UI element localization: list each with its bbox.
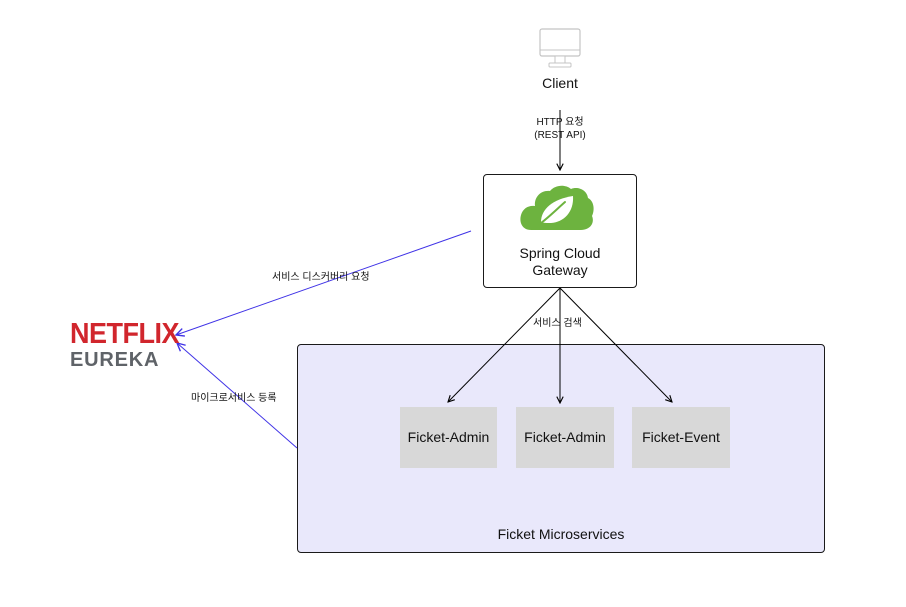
gateway-to-service-1-arrow <box>448 287 561 402</box>
service-node: Ficket-Admin <box>400 407 497 468</box>
service-search-label: 서비스 검색 <box>533 318 582 329</box>
monitor-icon <box>539 28 581 68</box>
gateway-label: Spring Cloud Gateway <box>483 245 637 279</box>
eureka-logo-netflix: NETFLIX <box>70 317 180 350</box>
microservices-group-label: Ficket Microservices <box>497 526 625 542</box>
discovery-request-label: 서비스 디스커버리 요청 <box>272 272 370 283</box>
http-request-line-2: (REST API) <box>534 130 586 141</box>
eureka-logo-eureka: EUREKA <box>70 349 160 371</box>
microservices-to-eureka-arrow <box>177 343 298 449</box>
service-registration-label: 마이크로서비스 등록 <box>191 393 277 404</box>
gateway-label-line-1: Spring Cloud <box>519 245 601 261</box>
gateway-label-line-2: Gateway <box>532 262 588 278</box>
gateway-to-service-3-arrow <box>559 287 672 402</box>
http-request-line-1: HTTP 요청 <box>536 117 584 128</box>
service-node: Ficket-Admin <box>516 407 614 468</box>
client-label: Client <box>542 75 578 91</box>
http-request-label: HTTP 요청 (REST API) <box>500 116 620 142</box>
service-node: Ficket-Event <box>632 407 730 468</box>
spring-leaf-icon <box>520 185 594 230</box>
eureka-logo: NETFLIX EUREKA <box>70 317 180 371</box>
gateway-to-eureka-arrow <box>176 230 472 335</box>
gateway-node <box>483 174 637 288</box>
